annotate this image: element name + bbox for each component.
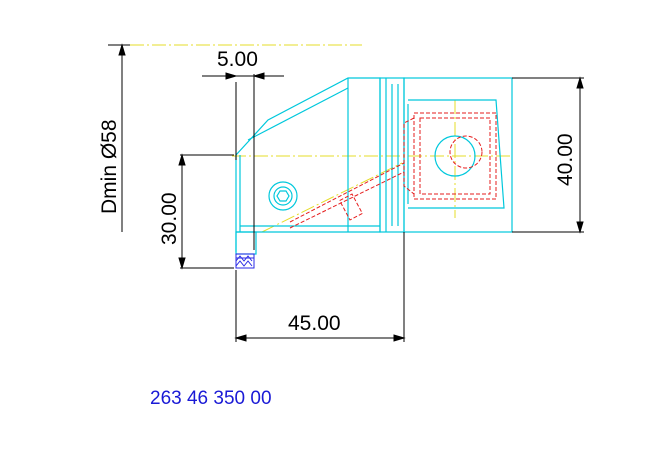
dim-left-height-label: 30.00: [158, 192, 181, 245]
dim-right-arrow-bottom: [576, 221, 584, 234]
hidden-screw-nut: [338, 193, 364, 221]
holder-outline: [235, 77, 513, 255]
dim-bottom-arrow-right: [393, 334, 406, 342]
dim-left-arrow-bottom: [178, 257, 186, 270]
dim-diameter-label: Dmin Ø58: [98, 119, 121, 214]
dim-top-width-label: 5.00: [217, 48, 258, 71]
insert-hatch-2: [235, 260, 253, 267]
insert-seat: [235, 231, 257, 255]
hidden-lines: [289, 112, 497, 229]
hidden-pocket: [403, 117, 415, 195]
dim-diameter-arrow: [118, 43, 126, 56]
screw-centerline: [261, 162, 403, 233]
screw-head-inner: [273, 186, 293, 206]
dim-bottom-arrow-left: [234, 334, 247, 342]
dim-right-arrow-top: [576, 76, 584, 89]
hidden-bore-inner: [419, 117, 491, 195]
cutting-insert: [235, 253, 255, 269]
dim-top-arrow-left: [225, 72, 238, 80]
hidden-bolt-circle: [449, 135, 483, 169]
bolt-circle: [434, 135, 476, 177]
screw-head-outer: [268, 181, 298, 211]
part-number: 263 46 350 00: [150, 388, 272, 409]
dimensions: [108, 43, 584, 342]
hidden-screw-2: [289, 162, 405, 223]
dim-right-height-label: 40.00: [554, 133, 577, 186]
dim-bottom-length-label: 45.00: [288, 312, 341, 335]
dim-left-arrow-top: [178, 153, 186, 166]
dim-top-arrow-right: [252, 72, 265, 80]
centerlines: [108, 44, 512, 233]
hidden-screw-1: [289, 171, 405, 229]
shank-taper: [408, 99, 505, 209]
clamp-inner-edge-2: [247, 87, 349, 141]
screw-hex-socket: [276, 190, 290, 202]
